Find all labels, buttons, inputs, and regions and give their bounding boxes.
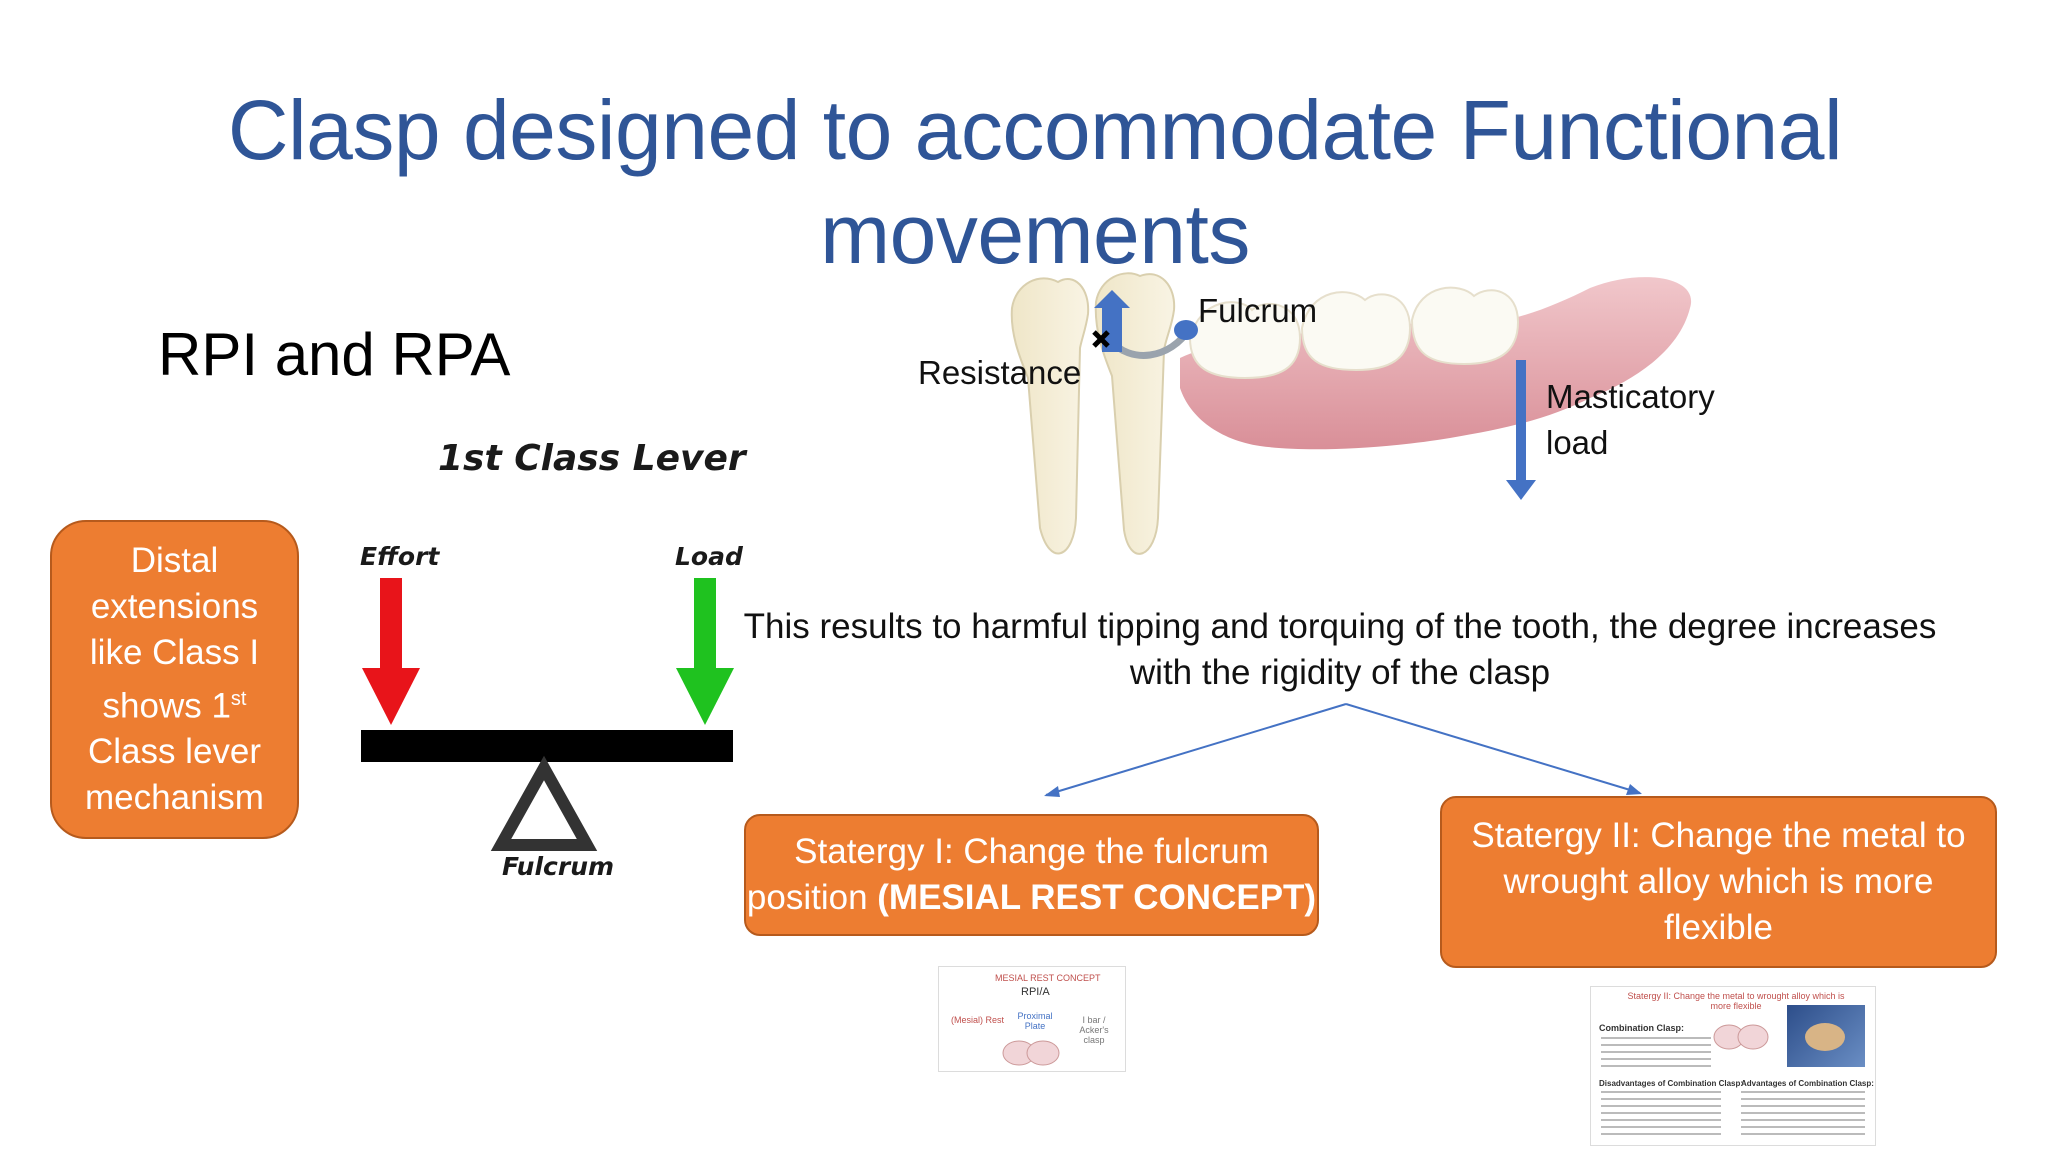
distal-text-sup: st — [230, 687, 247, 710]
thumb1-sub: RPI/A — [1021, 986, 1050, 998]
molar-teeth — [1188, 286, 1520, 380]
load-arrow-icon — [676, 578, 734, 725]
thumb1-col3: I bar / Acker's clasp — [1079, 1015, 1109, 1045]
strategy-2-box: Statergy II: Change the metal to wrought… — [1440, 796, 1997, 968]
gum-ridge — [1180, 277, 1692, 450]
distal-text-2: Class lever mechanism — [85, 732, 264, 818]
effort-arrow-icon — [362, 578, 420, 725]
thumb2-title: Statergy II: Change the metal to wrought… — [1627, 991, 1845, 1011]
strategy-1-box: Statergy I: Change the fulcrum position … — [744, 814, 1319, 936]
masticatory-load-label: Masticatory load — [1546, 378, 1715, 461]
tooth-diagram — [1010, 272, 1692, 555]
thumb2-photo — [1787, 1005, 1865, 1067]
lever-fulcrum-label: Fulcrum — [502, 852, 615, 881]
thumb2-h1: Combination Clasp: — [1599, 1023, 1684, 1033]
abutment-teeth — [1010, 272, 1176, 555]
thumb2-h3: Advantages of Combination Clasp: — [1741, 1079, 1874, 1088]
lever-diagram — [361, 578, 734, 851]
mesial-rest-thumbnail: MESIAL REST CONCEPT RPI/A (Mesial) Rest … — [938, 966, 1126, 1072]
fulcrum-label: Fulcrum — [1198, 292, 1318, 329]
lever-load-label: Load — [675, 542, 743, 571]
thumb1-col1: (Mesial) Rest — [951, 1015, 1005, 1025]
masticatory-arrow-icon — [1506, 360, 1536, 500]
thumb2-lines-2 — [1601, 1091, 1721, 1137]
lever-effort-label: Effort — [360, 542, 440, 571]
x-mark-icon — [1092, 330, 1110, 348]
strategy-1-bold: (MESIAL REST CONCEPT) — [877, 878, 1317, 917]
lever-title: 1st Class Lever — [438, 438, 746, 479]
slide-subtitle: RPI and RPA — [158, 321, 511, 388]
distal-extension-box: Distal extensions like Class I shows 1st… — [50, 520, 299, 839]
fulcrum-triangle-icon — [490, 755, 598, 851]
distal-text-1: Distal extensions like Class I shows 1 — [89, 540, 260, 726]
thumb1-title: MESIAL REST CONCEPT — [995, 973, 1101, 983]
strategy-2-text: Statergy II: Change the metal to wrought… — [1471, 816, 1966, 947]
thumb1-col2: Proximal Plate — [1017, 1011, 1053, 1031]
thumb2-teeth-icon — [1713, 1024, 1769, 1050]
thumb2-lines-3 — [1741, 1091, 1865, 1137]
thumb1-teeth-icon — [1002, 1040, 1060, 1066]
thumb2-h2: Disadvantages of Combination Clasp: — [1599, 1079, 1744, 1088]
fulcrum-dot-icon — [1174, 320, 1198, 340]
resistance-label: Resistance — [918, 354, 1082, 391]
strategy-1-text: Statergy I: Change the fulcrum position — [746, 832, 1269, 917]
slide-title: Clasp designed to accommodate Functional… — [227, 83, 1843, 281]
lever-beam — [361, 730, 733, 762]
combination-clasp-thumbnail: Statergy II: Change the metal to wrought… — [1590, 986, 1876, 1146]
thumb2-lines-1 — [1601, 1037, 1711, 1071]
result-text: This results to harmful tipping and torq… — [743, 607, 1937, 692]
resistance-arrow-icon — [1094, 290, 1130, 352]
